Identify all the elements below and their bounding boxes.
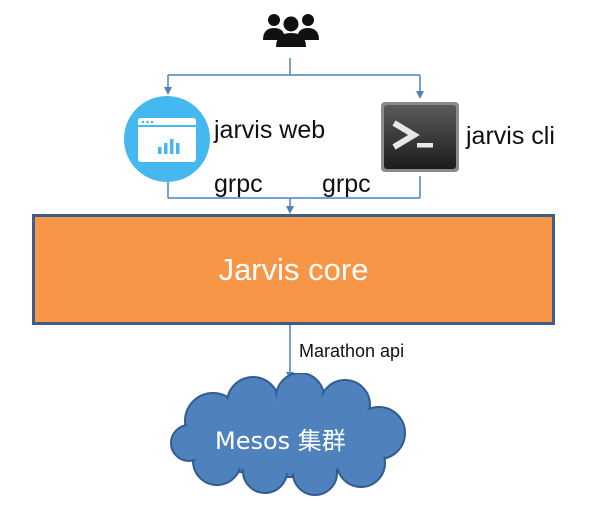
mesos-cluster-cloud xyxy=(170,373,406,496)
grpc-left-label: grpc xyxy=(214,170,263,198)
terminal-icon xyxy=(381,102,459,172)
jarvis-web-label: jarvis web xyxy=(214,116,326,144)
jarvis-cli-label: jarvis cli xyxy=(466,122,555,150)
jarvis-core-label: Jarvis core xyxy=(218,251,369,287)
browser-chart-icon xyxy=(124,96,210,182)
grpc-right-label: grpc xyxy=(322,170,371,198)
mesos-cluster-label: Mesos 集群 xyxy=(215,427,346,455)
jarvis-core-box: Jarvis core xyxy=(32,214,555,325)
marathon-api-label: Marathon api xyxy=(299,341,405,361)
users-icon xyxy=(263,14,319,47)
